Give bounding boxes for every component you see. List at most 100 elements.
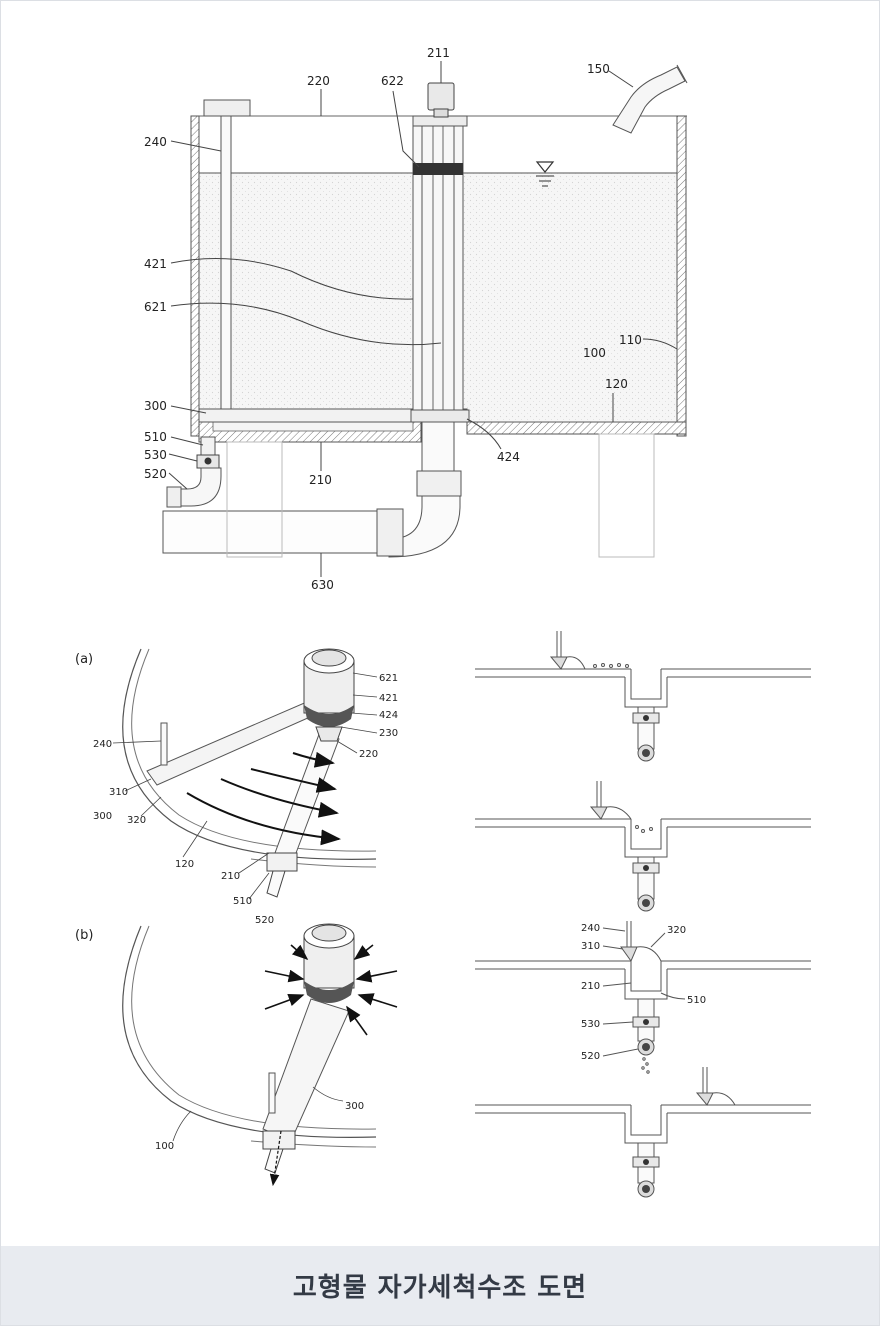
s1-debris-3 [609,664,613,668]
s3-debris-1 [642,1057,646,1061]
a-column-neck [315,726,343,742]
side-labels: 240 320 310 210 510 530 520 [581,923,706,1062]
s3-debris-3 [641,1066,645,1070]
a-label-621: 621 [379,673,398,684]
leader-300 [170,405,207,414]
label-621: 621 [144,300,167,314]
caption-bar: 고형물 자가세척수조 도면 [1,1246,879,1325]
leader-530 [168,453,198,462]
b-arrow-6 [357,993,398,1008]
leader-240 [170,140,222,152]
s4-sump [630,1105,662,1136]
leader-622 [392,90,420,168]
s3-scraper [620,946,638,963]
figure-caption: 고형물 자가세척수조 도면 [292,1273,588,1303]
a-leader-310 [124,778,152,792]
b-column-band [304,981,354,1003]
patent-drawing: 211 220 622 150 240 421 621 100 110 120 … [75,46,811,1198]
s3-leader-320 [650,932,666,948]
a-label-510: 510 [233,896,252,907]
s1-debris-5 [625,664,629,668]
s3-scraper-arc [636,946,662,962]
tank-floor-right [466,421,687,435]
s3-leader-310 [602,945,624,950]
s3-sump [630,961,662,992]
a-beam-300 [146,700,320,786]
column-filter-band [413,163,463,175]
a-label-220: 220 [359,749,378,760]
a-leader-220 [336,740,358,754]
a-label-210: 210 [221,871,240,882]
a-column-cap [311,649,347,667]
a-pipe-210 [274,728,340,862]
a-fitting-510 [266,852,298,872]
label-211: 211 [427,46,450,60]
a-label-120: 120 [175,859,194,870]
s3-leader-530 [602,1021,634,1025]
s1-debris-4 [617,663,621,667]
motor-neck [433,108,449,118]
s2-debris-2 [641,829,645,833]
leader-520 [168,472,188,490]
side-label-320: 320 [667,925,686,936]
label-520: 520 [144,467,167,481]
side-sequence [475,631,811,1198]
elbow-coupling [376,508,404,557]
s3-leader-510 [660,992,686,1000]
s3-leader-520 [602,1048,639,1057]
label-630: 630 [311,578,334,592]
label-300: 300 [144,399,167,413]
s3-outlet-inner [642,1043,650,1051]
panel-label-b: (b) [75,928,93,943]
leader-110 [642,338,678,350]
s4-scraper [695,1092,714,1106]
a-rod-240 [160,722,168,766]
panel-a-isometric: (a) 621 [75,648,398,926]
s3-leader-210 [602,982,632,987]
leader-510 [170,436,204,446]
a-leader-240 [112,740,162,744]
a-flow-arrow-3 [220,778,339,818]
s4-valve-knob [643,1159,649,1165]
s2-scraper [589,806,608,820]
b-label-300: 300 [345,1101,364,1112]
a-label-520: 520 [255,915,274,926]
stage-3 [475,921,811,1074]
a-leader-210 [238,852,270,874]
side-label-240: 240 [581,923,600,934]
panel-b-isometric: (b) 300 100 [75,923,398,1187]
motor-211 [427,82,455,111]
leader-621 [170,302,442,346]
s2-scraper-arc [606,806,632,820]
outlet-pipe-upper [421,421,455,473]
valve-handle [204,457,212,465]
s1-sump [630,669,662,700]
a-label-320: 320 [127,815,146,826]
b-outlet [264,1148,284,1174]
a-flow-arrow-4 [186,792,341,846]
label-220: 220 [307,74,330,88]
label-424: 424 [497,450,520,464]
leader-424 [466,418,502,450]
s3-debris-2 [645,1062,649,1066]
a-label-424: 424 [379,710,398,721]
b-drain-arrow [269,1130,282,1187]
label-120: 120 [605,377,628,391]
a-column-band [304,705,354,727]
label-210: 210 [309,473,332,487]
a-leader-510 [248,872,270,900]
tank-right-wall [676,115,687,437]
label-510: 510 [144,430,167,444]
valve-pipe-510 [200,436,216,458]
a-label-230: 230 [379,728,398,739]
stage-4 [475,1067,811,1198]
s2-outlet-inner [642,899,650,907]
side-label-510: 510 [687,995,706,1006]
a-flow-arrow-2 [250,768,337,793]
leader-150 [608,70,634,88]
a-leader-621 [352,672,378,678]
b-arrow-1 [290,944,309,961]
b-label-100: 100 [155,1141,174,1152]
stage-2 [475,781,811,912]
